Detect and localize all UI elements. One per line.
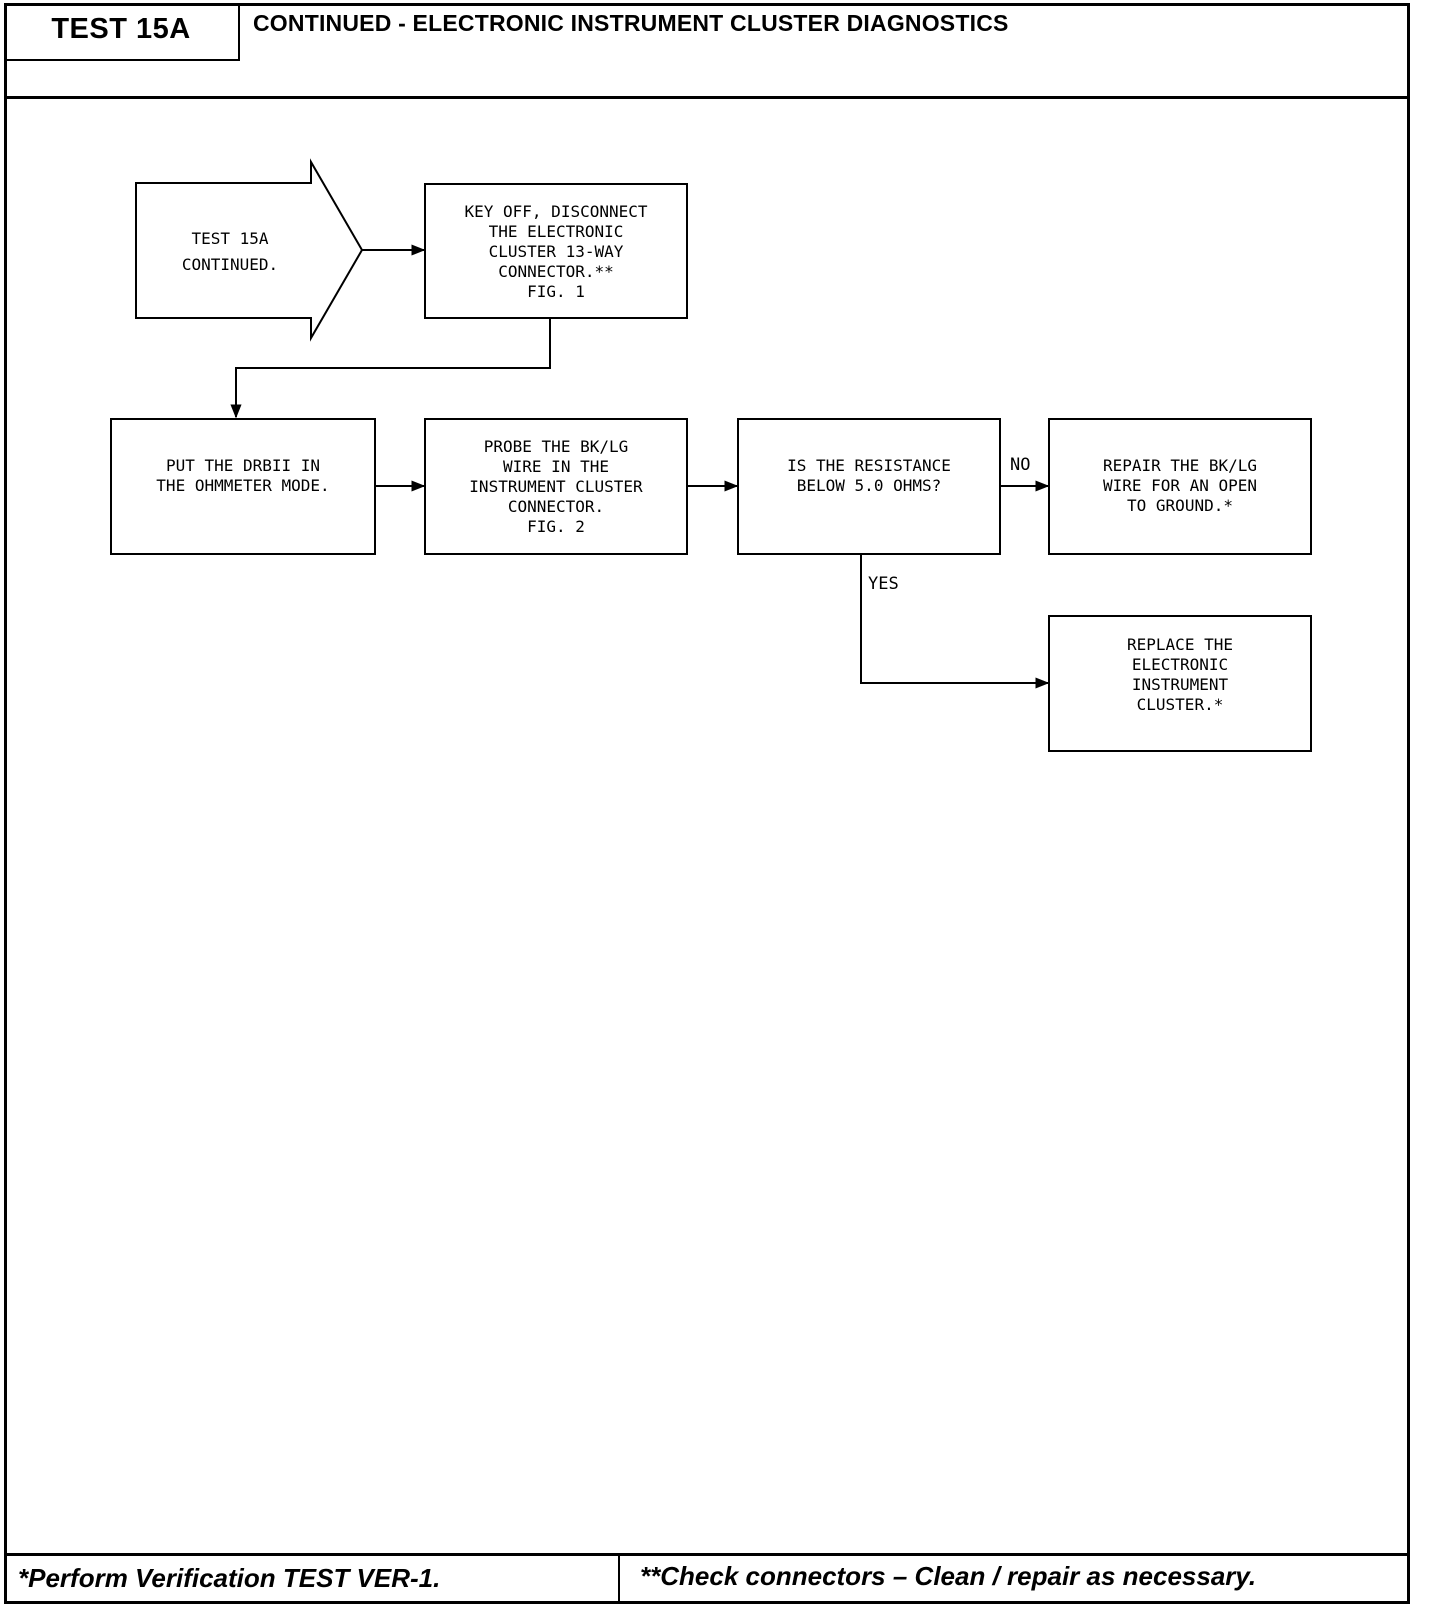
step-probe-wire: PROBE THE BK/LG WIRE IN THE INSTRUMENT C…	[424, 418, 688, 555]
test-label-box: TEST 15A	[4, 3, 240, 61]
footer-separator	[618, 1553, 620, 1603]
page-frame	[4, 3, 1410, 1604]
footer-note-verification: *Perform Verification TEST VER-1.	[18, 1563, 441, 1593]
step-repair-wire: REPAIR THE BK/LG WIRE FOR AN OPEN TO GRO…	[1048, 418, 1312, 555]
step-repair-wire-text: REPAIR THE BK/LG WIRE FOR AN OPEN TO GRO…	[1102, 456, 1258, 515]
start-label: TEST 15A CONTINUED.	[181, 229, 279, 274]
step-key-off: KEY OFF, DISCONNECT THE ELECTRONIC CLUST…	[424, 183, 688, 319]
step-drbii-ohmmeter-text: PUT THE DRBII IN THE OHMMETER MODE.	[156, 456, 330, 495]
step-drbii-ohmmeter: PUT THE DRBII IN THE OHMMETER MODE.	[110, 418, 376, 555]
connector-yes-branch	[860, 554, 1050, 689]
header-divider	[4, 96, 1410, 99]
test-label: TEST 15A	[51, 13, 191, 45]
step-replace-cluster-text: REPLACE THE ELECTRONIC INSTRUMENT CLUSTE…	[1127, 635, 1233, 714]
connector-keyoff-to-drbii	[230, 318, 551, 419]
page-title: CONTINUED - ELECTRONIC INSTRUMENT CLUSTE…	[253, 10, 1009, 36]
start-arrow-shape	[135, 158, 364, 342]
branch-label-yes: YES	[868, 574, 899, 594]
branch-label-no: NO	[1010, 455, 1031, 475]
decision-resistance: IS THE RESISTANCE BELOW 5.0 OHMS?	[737, 418, 1001, 555]
step-probe-wire-text: PROBE THE BK/LG WIRE IN THE INSTRUMENT C…	[469, 437, 643, 536]
decision-resistance-text: IS THE RESISTANCE BELOW 5.0 OHMS?	[787, 456, 951, 495]
step-key-off-text: KEY OFF, DISCONNECT THE ELECTRONIC CLUST…	[464, 202, 648, 301]
step-replace-cluster: REPLACE THE ELECTRONIC INSTRUMENT CLUSTE…	[1048, 615, 1312, 752]
footer-divider	[4, 1553, 1410, 1556]
footer-note-connectors: **Check connectors – Clean / repair as n…	[640, 1561, 1257, 1591]
